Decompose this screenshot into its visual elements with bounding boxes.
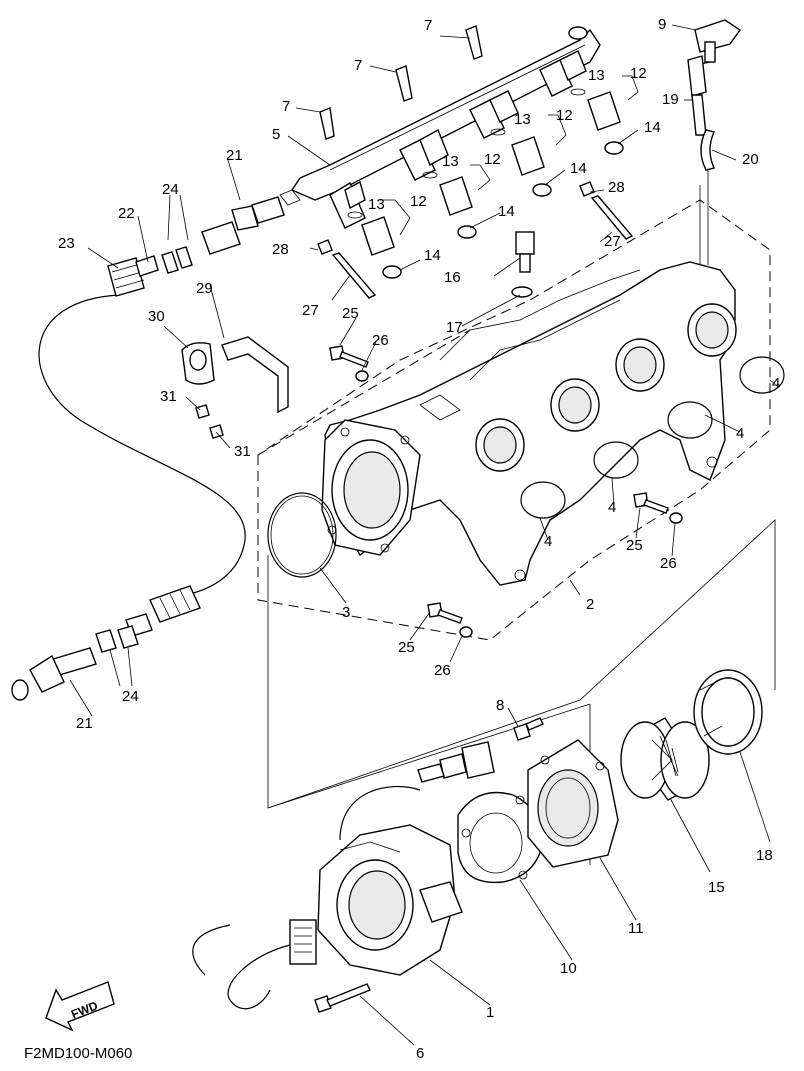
callout-15: 15 <box>708 879 725 896</box>
filter-element <box>620 717 710 801</box>
inlet-seal <box>693 669 763 755</box>
bracket-and-clamp <box>181 336 289 439</box>
callout-30: 30 <box>148 308 165 325</box>
callout-20: 20 <box>742 151 759 168</box>
callout-27: 27 <box>302 302 319 319</box>
port-gaskets <box>520 356 785 519</box>
callout-13: 13 <box>442 153 459 170</box>
callout-14: 14 <box>644 119 661 136</box>
callout-28: 28 <box>608 179 625 196</box>
callout-7: 7 <box>354 57 362 74</box>
callout-25: 25 <box>398 639 415 656</box>
callout-12: 12 <box>484 151 501 168</box>
callout-14: 14 <box>570 160 587 177</box>
callout-10: 10 <box>560 960 577 977</box>
callout-7: 7 <box>424 17 432 34</box>
spacer-bolt <box>513 717 544 741</box>
diagram-code: F2MD100-M060 <box>24 1045 132 1062</box>
fwd-arrow-icon: FWD <box>45 981 115 1032</box>
throttle-bolt <box>314 983 371 1013</box>
callout-16: 16 <box>444 269 461 286</box>
callout-4: 4 <box>544 533 552 550</box>
callout-11: 11 <box>628 920 644 937</box>
callout-31: 31 <box>160 388 177 405</box>
callout-13: 13 <box>368 196 385 213</box>
callout-17: 17 <box>446 319 463 336</box>
intake-manifold <box>321 261 737 586</box>
callout-7: 7 <box>282 98 290 115</box>
manifold-bolts <box>329 345 683 638</box>
callout-24: 24 <box>122 688 139 705</box>
callout-4: 4 <box>608 499 616 516</box>
throttle-spacer <box>527 739 619 868</box>
callout-22: 22 <box>118 205 135 222</box>
callout-25: 25 <box>626 537 643 554</box>
throttle-body <box>192 785 463 1010</box>
callout-3: 3 <box>342 604 350 621</box>
studs-and-nuts <box>317 181 634 299</box>
callout-14: 14 <box>424 247 441 264</box>
rail-bolts <box>319 25 483 140</box>
callout-27: 27 <box>604 233 621 250</box>
throttle-connector <box>417 741 495 783</box>
callout-26: 26 <box>372 332 389 349</box>
throttle-cable <box>11 196 285 701</box>
fuel-rail <box>279 26 601 229</box>
callout-12: 12 <box>630 65 647 82</box>
callout-26: 26 <box>434 662 451 679</box>
callout-19: 19 <box>662 91 679 108</box>
callouts: 7 7 7 5 9 13 12 19 13 12 14 20 13 12 14 … <box>58 16 780 1062</box>
leader-lines <box>69 24 776 1046</box>
callout-31: 31 <box>234 443 251 460</box>
callout-25: 25 <box>342 305 359 322</box>
callout-5: 5 <box>272 126 280 143</box>
assembly-dashed-outline <box>257 199 771 641</box>
callout-26: 26 <box>660 555 677 572</box>
callout-1: 1 <box>486 1004 494 1021</box>
temperature-sensor <box>511 231 535 298</box>
pressure-sensor-assembly <box>687 19 741 265</box>
large-o-ring <box>267 492 337 578</box>
callout-12: 12 <box>556 107 573 124</box>
callout-9: 9 <box>658 16 666 33</box>
callout-14: 14 <box>498 203 515 220</box>
callout-18: 18 <box>756 847 773 864</box>
callout-4: 4 <box>772 375 780 392</box>
callout-8: 8 <box>496 697 504 714</box>
callout-2: 2 <box>586 596 594 613</box>
callout-13: 13 <box>514 111 531 128</box>
callout-13: 13 <box>588 67 605 84</box>
callout-24: 24 <box>162 181 179 198</box>
callout-29: 29 <box>196 280 213 297</box>
callout-4: 4 <box>736 425 744 442</box>
callout-28: 28 <box>272 241 289 258</box>
callout-12: 12 <box>410 193 427 210</box>
callout-21: 21 <box>226 147 243 164</box>
callout-21: 21 <box>76 715 93 732</box>
callout-6: 6 <box>416 1045 424 1062</box>
injectors <box>347 88 624 279</box>
callout-23: 23 <box>58 235 75 252</box>
